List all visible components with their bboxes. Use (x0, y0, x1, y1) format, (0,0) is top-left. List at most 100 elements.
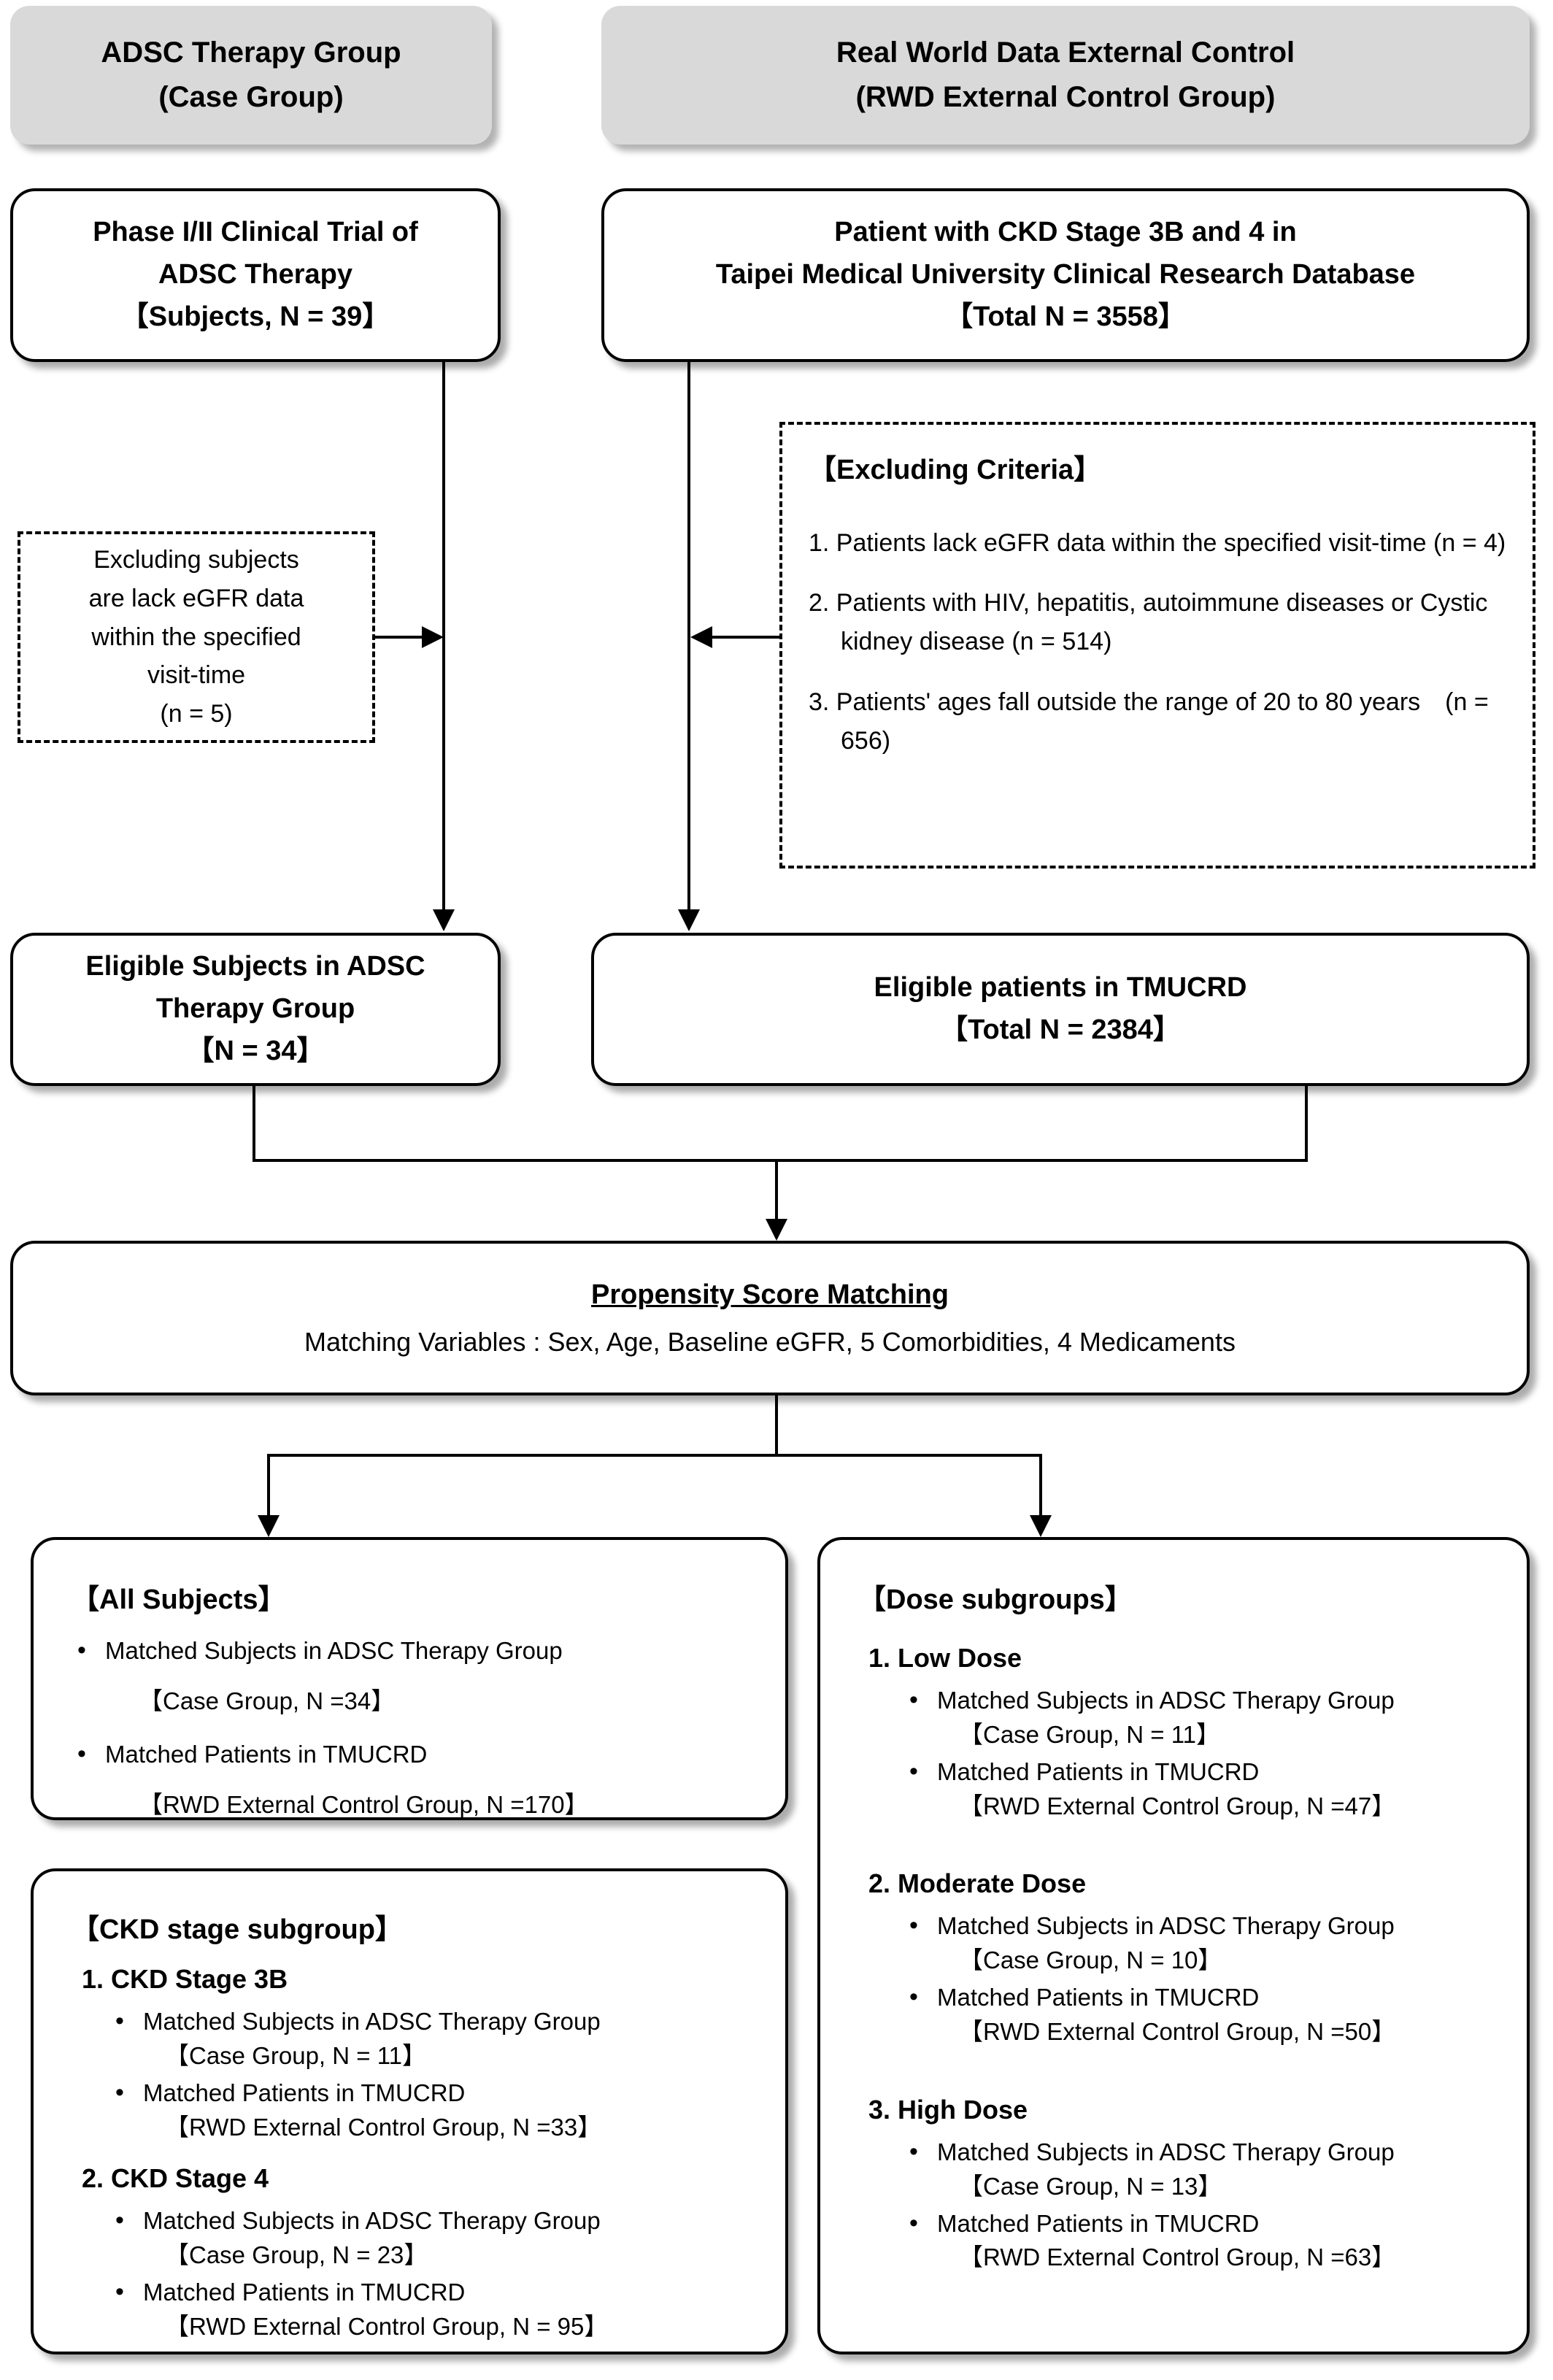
connector-trial-to-eligible-adsc (442, 362, 445, 911)
all-subjects-title: 【All Subjects】 (72, 1584, 286, 1615)
list-item: Matched Subjects in ADSC Therapy Group 【… (109, 2203, 763, 2273)
arrowhead-exclusion-left (422, 626, 444, 648)
merge-stub-right (1305, 1086, 1308, 1162)
ckd-sg1-item-0-value: 【Case Group, N = 11】 (165, 2041, 426, 2069)
dose-sg3-item-0-label: Matched Subjects in ADSC Therapy Group (937, 2138, 1395, 2165)
split-drop-left (267, 1454, 270, 1517)
dose-subgroup-3-list: Matched Subjects in ADSC Therapy Group 【… (903, 2134, 1505, 2278)
split-drop-right (1039, 1454, 1042, 1517)
clinical-trial-line1: Phase I/II Clinical Trial of (93, 217, 418, 248)
eligible-adsc-line1: Eligible Subjects in ADSC (85, 951, 425, 982)
box-eligible-adsc: Eligible Subjects in ADSC Therapy Group … (10, 933, 501, 1086)
ckd-subgroup-2-heading: 2. CKD Stage 4 (82, 2163, 269, 2194)
all-subjects-item-1-label: Matched Patients in TMUCRD (105, 1740, 428, 1768)
box-tmucrd-database: Patient with CKD Stage 3B and 4 in Taipe… (601, 188, 1530, 362)
list-item: Matched Subjects in ADSC Therapy Group 【… (903, 2134, 1505, 2204)
merge-horizontal-bar (253, 1159, 1308, 1162)
ckd-sg1-item-1-label: Matched Patients in TMUCRD (143, 2079, 466, 2106)
arrowhead-trial-to-eligible-adsc (433, 909, 455, 931)
excluding-criteria-item-1: 1. Patients lack eGFR data within the sp… (809, 528, 1506, 557)
list-item: Matched Subjects in ADSC Therapy Group 【… (903, 1908, 1505, 1978)
merge-drop-to-psm (775, 1159, 778, 1220)
connector-exclusion-right (712, 636, 781, 639)
database-line2: Taipei Medical University Clinical Resea… (715, 259, 1416, 290)
psm-subtitle: Matching Variables : Sex, Age, Baseline … (304, 1326, 1236, 1357)
arrowhead-split-to-dose-subgroups (1030, 1515, 1052, 1537)
list-item: Matched Patients in TMUCRD 【RWD External… (903, 1754, 1505, 1824)
box-all-subjects: 【All Subjects】 Matched Subjects in ADSC … (31, 1537, 788, 1820)
dose-sg2-item-0-value: 【Case Group, N = 10】 (959, 1946, 1222, 1974)
dose-sg2-item-1-label: Matched Patients in TMUCRD (937, 1984, 1260, 2011)
dose-sg1-item-0-label: Matched Subjects in ADSC Therapy Group (937, 1687, 1395, 1714)
database-line1: Patient with CKD Stage 3B and 4 in (834, 217, 1297, 248)
excluding-criteria-item-3: 3. Patients' ages fall outside the range… (809, 688, 1489, 755)
ckd-sg2-item-0-label: Matched Subjects in ADSC Therapy Group (143, 2207, 601, 2235)
box-exclusion-left: Excluding subjects are lack eGFR data wi… (18, 531, 375, 743)
all-subjects-item-0-label: Matched Subjects in ADSC Therapy Group (105, 1637, 563, 1664)
exclusion-left-line3: within the specified (91, 623, 301, 651)
split-horizontal-bar (267, 1454, 1042, 1457)
ckd-subgroup-2-list: Matched Subjects in ADSC Therapy Group 【… (109, 2203, 763, 2346)
ckd-subgroup-1-heading: 1. CKD Stage 3B (82, 1964, 288, 1994)
exclusion-left-line1: Excluding subjects (93, 546, 299, 574)
dose-sg2-item-0-label: Matched Subjects in ADSC Therapy Group (937, 1912, 1395, 1940)
list-item: Matched Subjects in ADSC Therapy Group 【… (903, 1682, 1505, 1752)
eligible-tmucrd-line2: 【Total N = 2384】 (940, 1014, 1181, 1045)
split-stem-from-psm (775, 1395, 778, 1457)
eligible-tmucrd-line1: Eligible patients in TMUCRD (874, 972, 1247, 1004)
list-item: Matched Patients in TMUCRD 【RWD External… (903, 2206, 1505, 2276)
header-case-group: ADSC Therapy Group (Case Group) (10, 6, 492, 145)
box-eligible-tmucrd: Eligible patients in TMUCRD 【Total N = 2… (591, 933, 1530, 1086)
dose-subgroup-1-list: Matched Subjects in ADSC Therapy Group 【… (903, 1682, 1505, 1826)
database-line3: 【Total N = 3558】 (945, 301, 1186, 332)
arrowhead-split-to-all-subjects (258, 1515, 280, 1537)
dose-sg1-item-1-label: Matched Patients in TMUCRD (937, 1757, 1260, 1785)
list-item: Matched Subjects in ADSC Therapy Group 【… (109, 2003, 763, 2073)
box-ckd-stage-subgroup: 【CKD stage subgroup】 1. CKD Stage 3B Mat… (31, 1868, 788, 2354)
ckd-sg2-item-1-label: Matched Patients in TMUCRD (143, 2279, 466, 2306)
dose-subgroup-2-list: Matched Subjects in ADSC Therapy Group 【… (903, 1908, 1505, 2052)
excluding-criteria-title: 【Excluding Criteria】 (809, 455, 1102, 485)
arrowhead-database-to-eligible-tmucrd (678, 909, 700, 931)
list-item: Matched Patients in TMUCRD 【RWD External… (72, 1736, 763, 1822)
header-rwd-group: Real World Data External Control (RWD Ex… (601, 6, 1530, 145)
dose-subgroup-2-heading: 2. Moderate Dose (868, 1868, 1087, 1899)
ckd-subgroup-title: 【CKD stage subgroup】 (72, 1914, 403, 1945)
box-clinical-trial: Phase I/II Clinical Trial of ADSC Therap… (10, 188, 501, 362)
dose-sg3-item-1-value: 【RWD External Control Group, N =63】 (959, 2244, 1396, 2271)
list-item: Matched Patients in TMUCRD 【RWD External… (903, 1979, 1505, 2049)
arrowhead-merge-to-psm (766, 1219, 787, 1241)
list-item: Matched Subjects in ADSC Therapy Group 【… (72, 1633, 763, 1719)
dose-sg1-item-1-value: 【RWD External Control Group, N =47】 (959, 1792, 1396, 1819)
ckd-sg1-item-1-value: 【RWD External Control Group, N =33】 (165, 2113, 602, 2141)
all-subjects-item-1-value: 【RWD External Control Group, N =170】 (139, 1790, 589, 1818)
dose-sg1-item-0-value: 【Case Group, N = 11】 (959, 1720, 1220, 1748)
exclusion-left-line5: (n = 5) (160, 700, 233, 728)
eligible-adsc-line2: Therapy Group (155, 993, 355, 1025)
box-dose-subgroups: 【Dose subgroups】 1. Low Dose Matched Sub… (817, 1537, 1530, 2354)
dose-subgroup-3-heading: 3. High Dose (868, 2094, 1028, 2125)
header-rwd-group-line1: Real World Data External Control (836, 36, 1295, 69)
ckd-sg2-item-1-value: 【RWD External Control Group, N = 95】 (165, 2313, 609, 2341)
box-excluding-criteria: 【Excluding Criteria】 1. Patients lack eG… (779, 422, 1535, 869)
clinical-trial-line2: ADSC Therapy (158, 259, 353, 290)
connector-exclusion-left (375, 636, 423, 639)
dose-sg3-item-0-value: 【Case Group, N = 13】 (959, 2172, 1222, 2200)
ckd-subgroup-1-list: Matched Subjects in ADSC Therapy Group 【… (109, 2003, 763, 2147)
connector-database-to-eligible-tmucrd (687, 362, 690, 911)
exclusion-left-line2: are lack eGFR data (88, 584, 304, 612)
dose-subgroups-title: 【Dose subgroups】 (858, 1584, 1133, 1615)
header-case-group-line1: ADSC Therapy Group (101, 36, 401, 69)
all-subjects-item-0-value: 【Case Group, N =34】 (139, 1687, 396, 1714)
dose-sg2-item-1-value: 【RWD External Control Group, N =50】 (959, 2018, 1396, 2046)
excluding-criteria-item-2: 2. Patients with HIV, hepatitis, autoimm… (809, 589, 1488, 656)
psm-title: Propensity Score Matching (591, 1279, 949, 1310)
list-item: Matched Patients in TMUCRD 【RWD External… (109, 2075, 763, 2145)
exclusion-left-line4: visit-time (147, 661, 246, 690)
header-rwd-group-line2: (RWD External Control Group) (855, 81, 1276, 113)
clinical-trial-line3: 【Subjects, N = 39】 (120, 301, 390, 332)
list-item: Matched Patients in TMUCRD 【RWD External… (109, 2274, 763, 2344)
all-subjects-list: Matched Subjects in ADSC Therapy Group 【… (72, 1633, 763, 1825)
ckd-sg1-item-0-label: Matched Subjects in ADSC Therapy Group (143, 2008, 601, 2035)
